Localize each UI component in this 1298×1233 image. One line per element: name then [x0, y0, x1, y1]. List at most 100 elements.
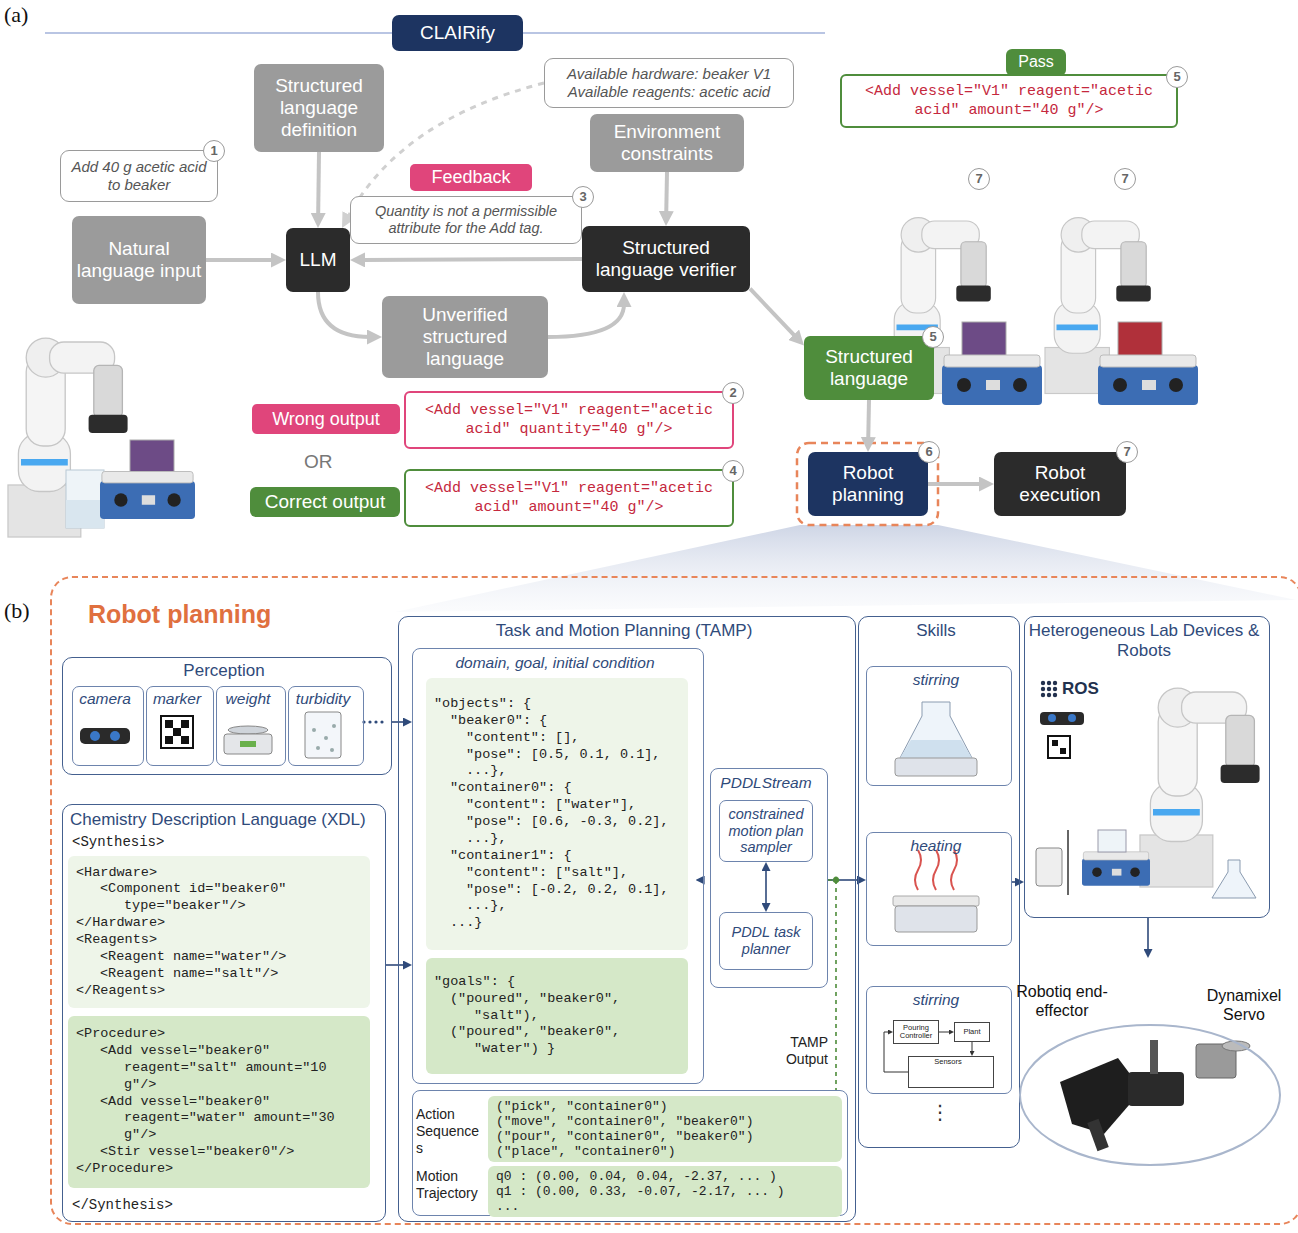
code-box: <Procedure><Add vessel="beaker0" reagent… [68, 1016, 370, 1188]
region-frame: Robot planningPerceptioncameramarkerweig… [50, 576, 1298, 1225]
connector [972, 1042, 973, 1052]
node-label: <Component id="beaker0" type="beaker"/> [76, 881, 362, 915]
callout-bubble: Quantity is not a permissible attribute … [350, 196, 582, 244]
gripper-photo [1060, 1040, 1250, 1151]
marker-icon [181, 736, 189, 744]
callout-bubble: Available hardware: beaker V1Available r… [544, 58, 794, 108]
panel-letter: (a) [4, 2, 28, 28]
node-label: <Reagent name="water"/> [76, 949, 362, 966]
block-box: Plant [954, 1022, 990, 1042]
node-label: ("pour", "container0", "beaker0") [496, 1129, 834, 1144]
panel: Chemistry Description Language (XDL)<Syn… [62, 804, 386, 1222]
node-label: <Add vessel="beaker0" reagent="water" am… [76, 1094, 362, 1145]
marker-icon [161, 716, 193, 748]
dots [362, 720, 365, 723]
heating-icon [895, 906, 977, 932]
node-label: Robotiq end-effector [1012, 982, 1112, 1020]
connector [939, 1032, 950, 1033]
ros-logo [1041, 681, 1057, 697]
node-label: q1 : (0.00, 0.33, -0.07, -2.17, ... ) [496, 1184, 834, 1199]
node-label: ...}, [434, 831, 680, 848]
dots [362, 720, 383, 723]
node-label: Available hardware: beaker V1 [567, 65, 771, 83]
callout-number: 5 [922, 326, 944, 348]
ellipse-outline [1020, 1025, 1280, 1165]
node-label: Task and Motion Planning (TAMP) [398, 621, 850, 641]
connector [386, 964, 405, 966]
node-label: <Hardware> [76, 865, 362, 882]
node-label: Structured language verifier [586, 237, 746, 281]
logo-text: ROS [1062, 679, 1099, 699]
connector [1012, 881, 1017, 883]
turbidity-icon [330, 748, 334, 752]
block-box: Pouring Controller [893, 1020, 939, 1044]
tag-box: Correct output [250, 487, 400, 517]
node-label: <Add vessel="V1" reagent="acetic acid" a… [414, 479, 724, 518]
scale-icon [224, 726, 272, 754]
hardware-callout: Robotiq end-effectorDynamixel Servo [1008, 958, 1296, 1170]
planner-box: PDDLStream constrained motion plan sample… [710, 768, 828, 988]
node-label: "content": ["water"], [434, 797, 680, 814]
node-label: ...} [434, 915, 680, 932]
node-label: Unverified structured language [386, 304, 544, 370]
ellipsis: ⋮ [930, 1100, 950, 1124]
stirring-icon [900, 702, 972, 758]
node-label: Natural language input [76, 238, 202, 282]
node-label: PDDL task planner [723, 924, 809, 957]
node-label: Robot execution [998, 462, 1122, 506]
callout-number: 1 [203, 140, 225, 162]
title-box: CLAIRify [392, 15, 523, 51]
camera-icon [90, 731, 100, 741]
panel: domain, goal, initial condition"objects"… [412, 648, 704, 1084]
ros-logo [1053, 681, 1057, 685]
callout-number: 2 [722, 382, 744, 404]
process-box: constrained motion plan sampler [719, 800, 813, 862]
lab-devices [1052, 740, 1058, 746]
node-label: Environment constraints [594, 121, 740, 165]
code-box: <Hardware><Component id="beaker0" type="… [68, 856, 370, 1008]
connector [362, 257, 582, 262]
node-label: "pose": [-0.2, 0.2, 0.1], [434, 882, 680, 899]
lab-devices [1060, 748, 1066, 754]
lab-devices [1067, 830, 1069, 895]
lab-devices [1068, 714, 1076, 722]
callout-number: 4 [722, 460, 744, 482]
node-label: <Reagent name="salt"/> [76, 966, 362, 983]
lab-devices [1040, 712, 1084, 725]
process-box: Natural language input [72, 216, 206, 304]
model-box: LLM [286, 228, 350, 292]
node-label: ("poured", "beaker0", "water") } [434, 1024, 680, 1058]
lab-devices [1036, 848, 1062, 886]
camera-icon [110, 731, 120, 741]
node-label: <Add vessel="V1" reagent="acetic acid" q… [414, 401, 724, 440]
connector [928, 482, 982, 486]
node-label: Available reagents: acetic acid [568, 83, 770, 101]
node-label: Heterogeneous Lab Devices & Robots [1024, 621, 1264, 662]
dots [380, 720, 383, 723]
connector [828, 879, 859, 881]
node-label: PDDLStream [710, 774, 822, 792]
node-label: "container0": { [434, 780, 680, 797]
process-box: Structured language definition [254, 64, 384, 152]
scale-icon [228, 726, 268, 734]
node-label: </Reagents> [76, 983, 362, 1000]
camera-icon [80, 728, 130, 744]
gripper-photo [1150, 1040, 1158, 1074]
node-label: Chemistry Description Language (XDL) [70, 810, 380, 830]
process-box: Unverified structured language [382, 296, 548, 378]
connector [316, 152, 321, 216]
connector [866, 400, 871, 440]
node-label: Pass [1018, 53, 1054, 71]
node-label: </Hardware> [76, 915, 362, 932]
highlight-frame [797, 443, 938, 525]
node-label: </Procedure> [76, 1161, 362, 1178]
panel: Task and Motion Planning (TAMP) domain, g… [398, 616, 856, 1222]
code-box: q0 : (0.00, 0.04, 0.04, -2.37, ... )q1 :… [488, 1166, 842, 1217]
node-label: heating [866, 837, 1006, 855]
node-label: ...}, [434, 898, 680, 915]
callout-bubble: Add 40 g acetic acid to beaker [60, 150, 218, 202]
robot-photo [66, 470, 104, 528]
turbidity-icon [312, 728, 316, 732]
node-label: marker [146, 690, 208, 708]
node-label: Quantity is not a permissible attribute … [359, 203, 573, 238]
